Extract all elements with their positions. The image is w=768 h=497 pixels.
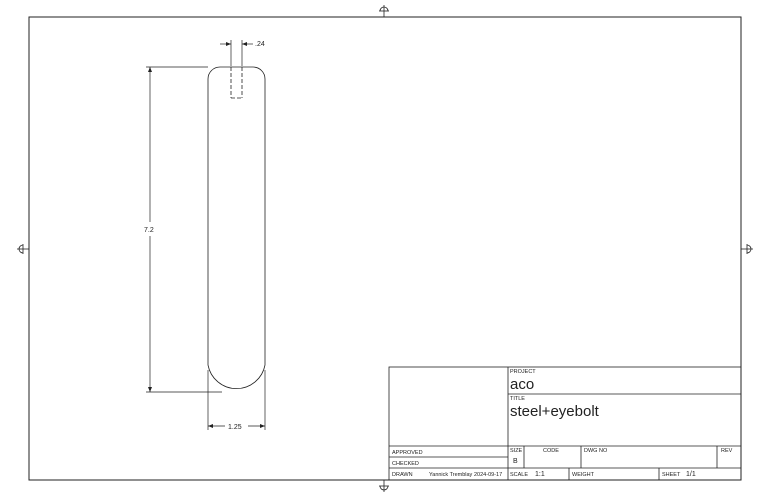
arrow-hole-right bbox=[242, 42, 247, 46]
dim-hole-width-label: .24 bbox=[255, 41, 265, 48]
sheet-value: 1/1 bbox=[686, 471, 696, 478]
title-value: steel+eyebolt bbox=[510, 403, 600, 420]
dwg-no-label: DWG NO bbox=[584, 448, 608, 454]
arrow-width-left bbox=[208, 424, 213, 428]
part-outline bbox=[207, 66, 266, 390]
sheet-border bbox=[28, 16, 742, 481]
project-label: PROJECT bbox=[510, 369, 536, 375]
drawn-date: 2024-09-17 bbox=[474, 472, 502, 478]
dim-height bbox=[146, 66, 222, 393]
centering-mark-left bbox=[17, 244, 29, 254]
dim-height-label: 7.2 bbox=[144, 227, 154, 234]
code-label: CODE bbox=[543, 448, 559, 454]
arrow-hole-left bbox=[226, 42, 231, 46]
scale-value: 1:1 bbox=[535, 471, 545, 478]
dim-hole-width bbox=[220, 40, 253, 66]
dim-width-label: 1.25 bbox=[228, 424, 242, 431]
checked-label: CHECKED bbox=[392, 461, 419, 467]
title-label: TITLE bbox=[510, 396, 525, 402]
approved-label: APPROVED bbox=[392, 450, 423, 456]
drawn-label: DRAWN bbox=[392, 472, 413, 478]
centering-mark-bottom bbox=[379, 480, 389, 492]
arrow-height-top bbox=[148, 67, 152, 72]
arrow-width-right bbox=[260, 424, 265, 428]
hidden-hole bbox=[230, 67, 243, 99]
dim-width bbox=[207, 370, 266, 430]
project-value: aco bbox=[510, 376, 534, 393]
drawn-by: Yannick Tremblay bbox=[429, 472, 473, 478]
size-label: SIZE bbox=[510, 448, 523, 454]
scale-label: SCALE bbox=[510, 472, 528, 478]
centering-mark-right bbox=[741, 244, 753, 254]
size-value: B bbox=[513, 458, 518, 465]
weight-label: WEIGHT bbox=[572, 472, 595, 478]
rev-label: REV bbox=[721, 448, 733, 454]
arrow-height-bottom bbox=[148, 387, 152, 392]
centering-mark-top bbox=[379, 5, 389, 17]
sheet-label: SHEET bbox=[662, 472, 681, 478]
title-block bbox=[388, 366, 742, 481]
